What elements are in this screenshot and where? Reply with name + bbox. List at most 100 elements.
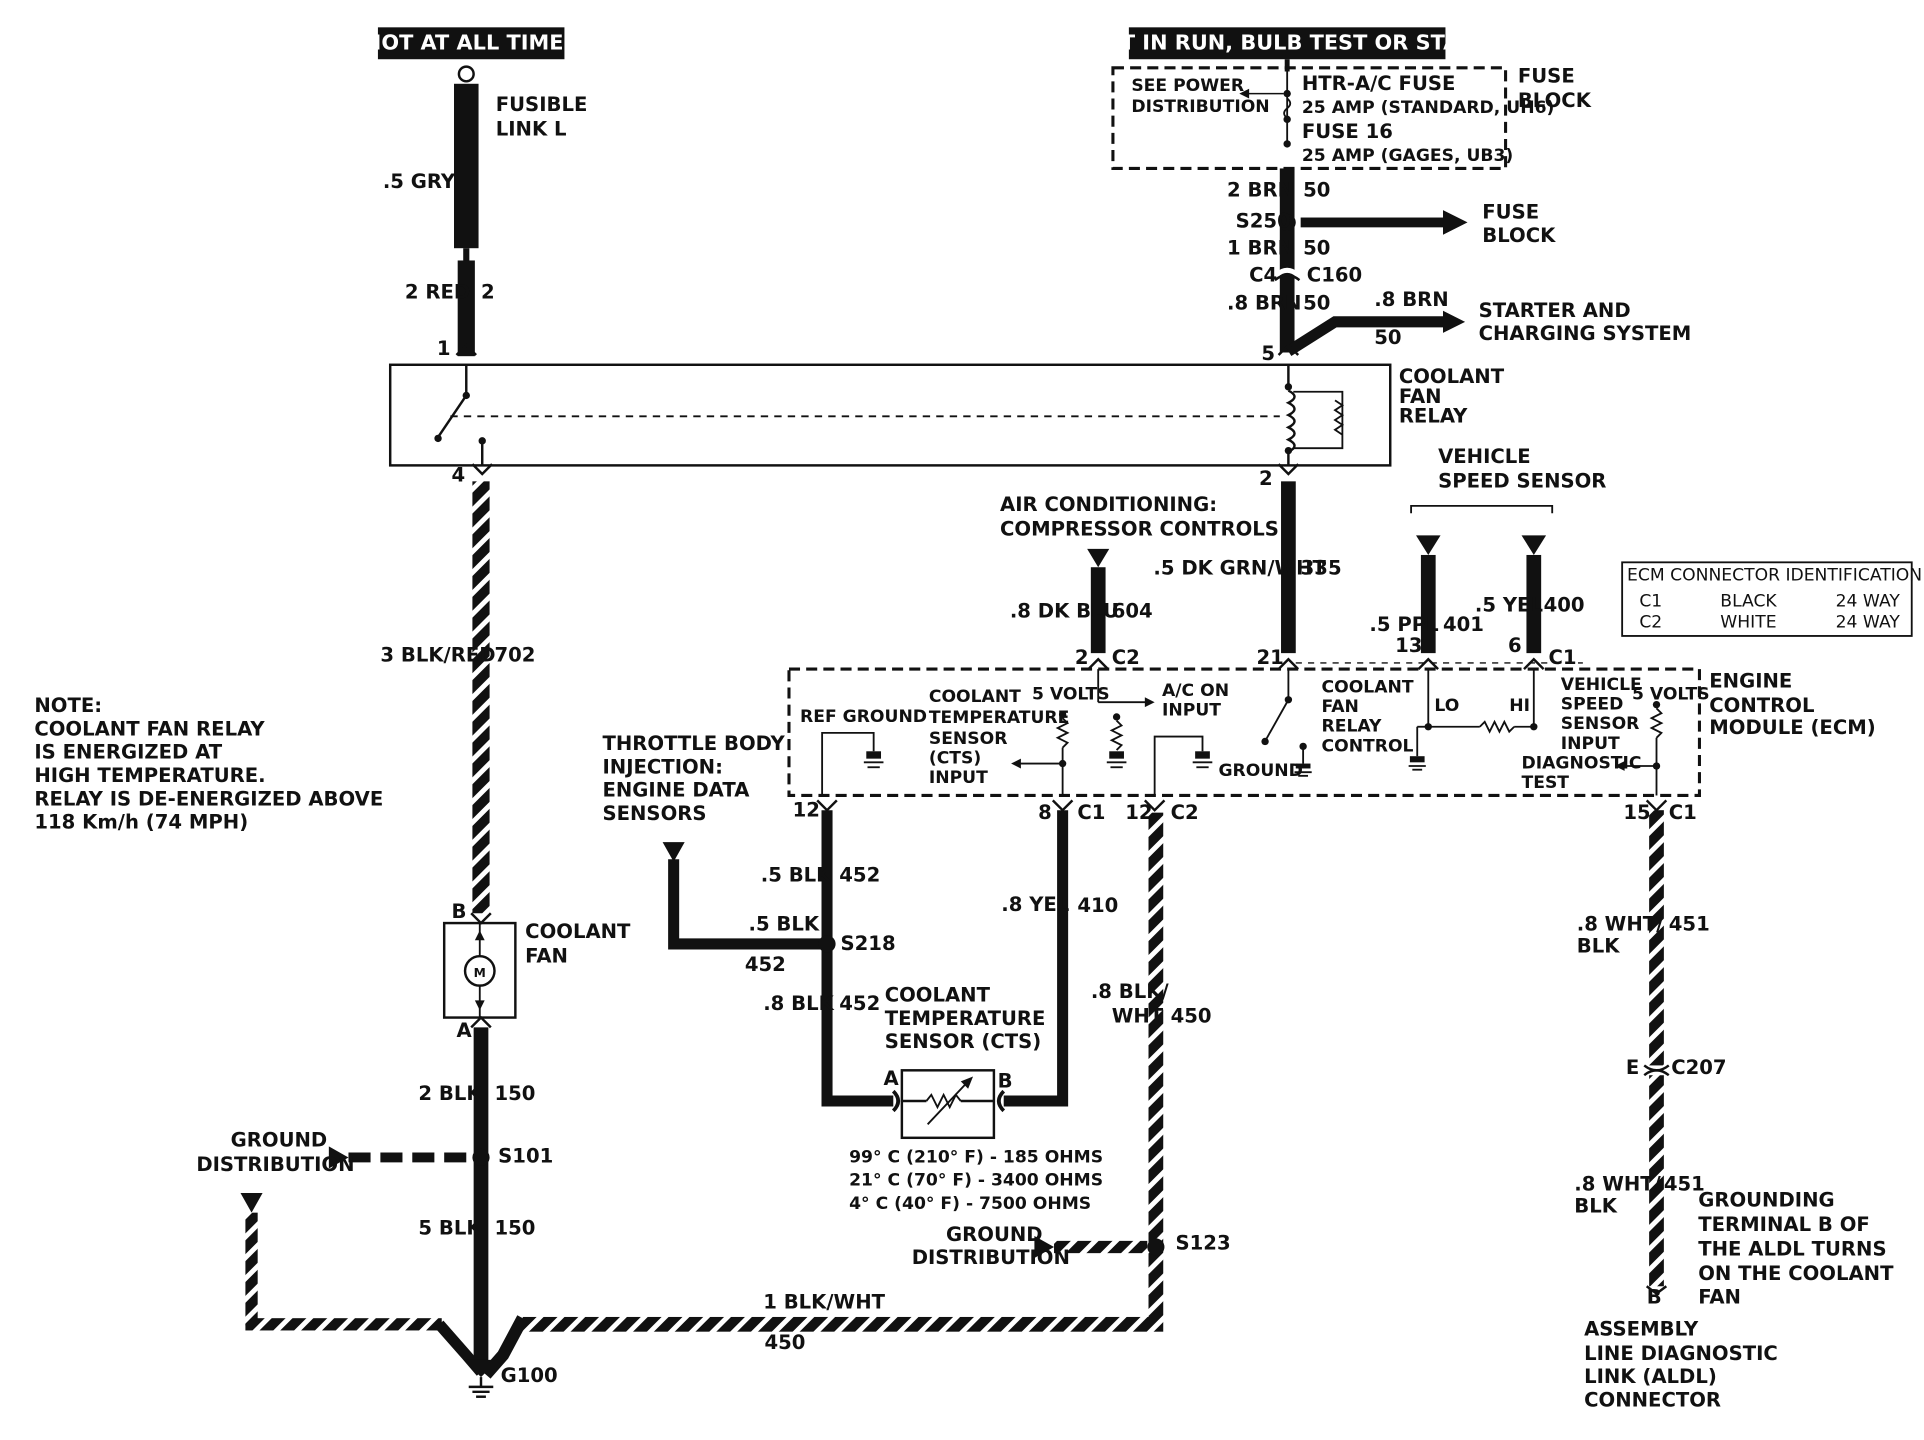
relay-pin-1: 1 (437, 337, 451, 360)
splice-s101: S101 (498, 1144, 553, 1167)
ground-g100: G100 (501, 1364, 558, 1387)
coolant-fan: M COOLANT FAN B A (442, 900, 631, 1042)
header-right-label: HOT IN RUN, BULB TEST OR START (1086, 30, 1490, 54)
aldl-note-2: TERMINAL B OF (1698, 1213, 1870, 1236)
ecm-table-r0-c0: C1 (1639, 591, 1662, 611)
ecm-table-r1-c1: WHITE (1720, 612, 1776, 632)
aldl-note-1: GROUNDING (1698, 1189, 1834, 1212)
fusible-link: FUSIBLE LINK L .5 GRY 2 RED 2 1 (383, 65, 588, 360)
ecm-vss-label-2: SPEED (1561, 695, 1624, 715)
aldl-pin-b: B (1647, 1285, 1662, 1308)
connector-c2-bottom: C2 (1171, 801, 1199, 824)
ground-dist-label-2a: DISTRIBUTION (912, 1246, 1070, 1269)
connector-c1-bottom-a: C1 (1077, 801, 1105, 824)
ecm-pin-12-gnd: 12 (1125, 801, 1152, 824)
circuit-335-label: 335 (1301, 557, 1342, 580)
aldl-wire: .8 WHT/ BLK 451 E C207 .8 WHT/ BLK 451 B… (1574, 810, 1894, 1412)
ecm-ac-on-label-2: INPUT (1162, 701, 1221, 721)
aldl-label-1: ASSEMBLY (1584, 1317, 1699, 1340)
header-left-label: HOT AT ALL TIMES (364, 30, 579, 54)
coolant-fan-relay: COOLANT FAN RELAY 4 2 (388, 343, 1505, 490)
wire-8blkwht-label-a: .8 BLK/ (1091, 980, 1170, 1003)
wire-8whtblk-label-b1: .8 WHT/ (1574, 1173, 1661, 1196)
circuit-452-a: 452 (839, 863, 880, 886)
fusible-link-label-1: FUSIBLE (496, 93, 588, 116)
aldl-pin-e: E (1626, 1056, 1639, 1079)
fuse-block-dest-1: FUSE (1482, 201, 1539, 224)
circuit-604-label: 604 (1112, 600, 1153, 623)
wire-5gry-label: .5 GRY (383, 170, 456, 193)
wire-5yel-label: .5 YEL (1475, 593, 1543, 616)
connector-c2-top: C2 (1112, 646, 1140, 669)
wire-3blkred-label: 3 BLK/RED (380, 644, 495, 667)
ecm-label-2: CONTROL (1709, 694, 1814, 717)
ecm-pin-13: 13 (1395, 634, 1422, 657)
wire-8brn-label-a: .8 BRN (1227, 292, 1301, 315)
tbi-label-1: THROTTLE BODY (602, 732, 785, 755)
note-block: NOTE: COOLANT FAN RELAY IS ENERGIZED AT … (34, 694, 383, 834)
circuit-451-a: 451 (1669, 912, 1710, 935)
note-line-4: RELAY IS DE-ENERGIZED ABOVE (34, 787, 383, 810)
note-line-2: IS ENERGIZED AT (34, 741, 222, 764)
cts-label-1: COOLANT (885, 984, 991, 1007)
ref-ground-wire: THROTTLE BODY INJECTION: ENGINE DATA SEN… (602, 732, 1668, 1107)
ecm-pin-2: 2 (1075, 646, 1089, 669)
ecm-pin-6: 6 (1508, 634, 1522, 657)
wire-5blk-label-b: .5 BLK (748, 912, 819, 935)
ground-dist-label-1a: GROUND (946, 1223, 1043, 1246)
ecm-lo-label: LO (1434, 696, 1459, 716)
fan-label-2: FAN (525, 944, 568, 967)
splice-s250: S250 (1236, 209, 1291, 232)
fuse-block-dest-2: BLOCK (1482, 224, 1556, 247)
tbi-label-2: INJECTION: (602, 755, 722, 778)
ecm-vss-label-4: INPUT (1561, 734, 1620, 754)
ecm-vss-label-3: SENSOR (1561, 714, 1640, 734)
wire-2brn-label: 2 BRN (1227, 179, 1294, 202)
cts-signal-wire: .8 YEL 410 (1001, 810, 1118, 1107)
see-distribution-label: DISTRIBUTION (1131, 97, 1269, 117)
aldl-label-2: LINE DIAGNOSTIC (1584, 1342, 1778, 1365)
starter-label-2: CHARGING SYSTEM (1479, 322, 1692, 345)
ecm-diag-label-1: DIAGNOSTIC (1522, 753, 1642, 773)
wire-8dkblu-label: .8 DK BLU (1010, 600, 1119, 623)
cts-label-2: TEMPERATURE (885, 1007, 1046, 1030)
fuse-16-amp-label: 25 AMP (GAGES, UB3) (1302, 146, 1513, 166)
ecm-table-r0-c2: 24 WAY (1836, 591, 1901, 611)
ecm-label-1: ENGINE (1709, 669, 1792, 692)
aldl-label-3: LINK (ALDL) (1584, 1365, 1717, 1388)
header-hot-at-all-times: HOT AT ALL TIMES (364, 27, 579, 60)
circuit-450-b: 450 (764, 1331, 805, 1354)
connector-c1-top: C1 (1549, 646, 1577, 669)
relay-pin-4: 4 (452, 463, 466, 486)
splice-s218: S218 (841, 932, 896, 955)
ecm-cts-label-5: INPUT (929, 768, 988, 788)
coolant-temperature-sensor: COOLANT TEMPERATURE SENSOR (CTS) A B 99°… (849, 984, 1103, 1214)
circuit-452-c: 452 (839, 992, 880, 1015)
wire-8blk-label: .8 BLK (763, 992, 834, 1015)
circuit-410-label: 410 (1077, 894, 1118, 917)
fan-pin-b: B (452, 900, 467, 923)
circuit-451-b: 451 (1664, 1173, 1705, 1196)
circuit-50-a: 50 (1303, 179, 1330, 202)
note-line-0: NOTE: (34, 694, 102, 717)
circuit-150-b: 150 (494, 1217, 535, 1240)
starter-label-1: STARTER AND (1479, 299, 1631, 322)
cts-pin-a: A (883, 1067, 899, 1090)
circuit-450-a: 450 (1171, 1004, 1212, 1027)
connector-c4: C4 (1249, 263, 1277, 286)
cts-pin-b: B (998, 1069, 1013, 1092)
see-power-label: SEE POWER (1131, 76, 1244, 96)
wire-1blkwht-label: 1 BLK/WHT (763, 1290, 885, 1313)
ecm-hi-label: HI (1509, 696, 1530, 716)
ac-label-1: AIR CONDITIONING: (1000, 493, 1217, 516)
aldl-note-3: THE ALDL TURNS (1698, 1238, 1886, 1261)
fuse-block-title-2: BLOCK (1518, 89, 1592, 112)
wire-8whtblk-label-a2: BLK (1577, 935, 1620, 958)
ecm-cfr-label-4: CONTROL (1322, 736, 1414, 756)
circuit-400-label: 400 (1544, 593, 1585, 616)
connector-c207: C207 (1671, 1056, 1726, 1079)
ecm-ac-on-label-1: A/C ON (1162, 681, 1229, 701)
vss-label-1: VEHICLE (1438, 445, 1531, 468)
relay-label-3: RELAY (1399, 404, 1468, 427)
